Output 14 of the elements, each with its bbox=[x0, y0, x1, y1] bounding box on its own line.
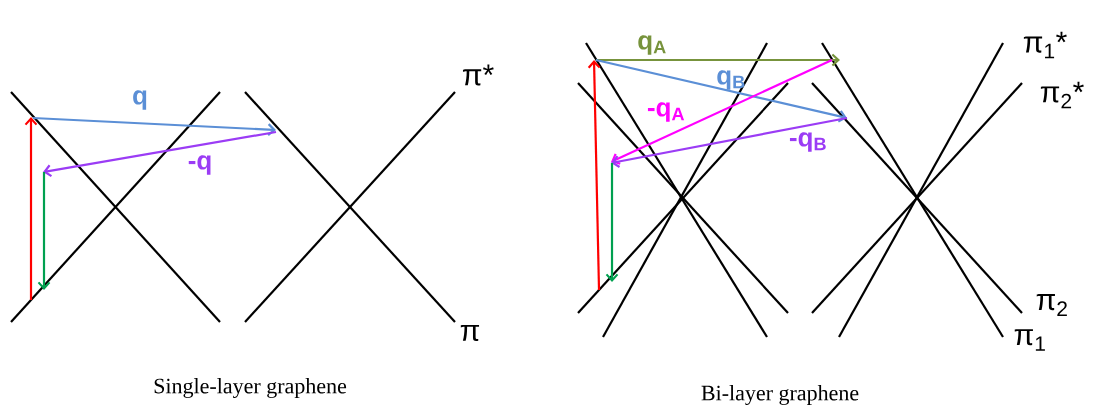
vector-label: -q$_{B}$ bbox=[789, 132, 826, 152]
band-label: π$_{2}$ bbox=[1036, 294, 1067, 316]
band-label: π bbox=[460, 324, 480, 342]
vector-label: -q$_{A}$ bbox=[647, 102, 685, 122]
vector-label: -q bbox=[188, 155, 211, 175]
caption: Single-layer graphene bbox=[154, 378, 347, 398]
vector-label: q bbox=[133, 90, 147, 110]
band-label: π* bbox=[463, 64, 494, 86]
vector-label: q$_{A}$ bbox=[638, 35, 666, 55]
band-label: π$_{2}$* bbox=[1040, 81, 1084, 109]
caption: Bi-layer graphene bbox=[701, 385, 859, 405]
band-label: π$_{1}$* bbox=[1023, 31, 1067, 59]
band-label: π$_{1}$ bbox=[1014, 329, 1045, 351]
vector-label: q$_{B}$ bbox=[717, 70, 745, 90]
